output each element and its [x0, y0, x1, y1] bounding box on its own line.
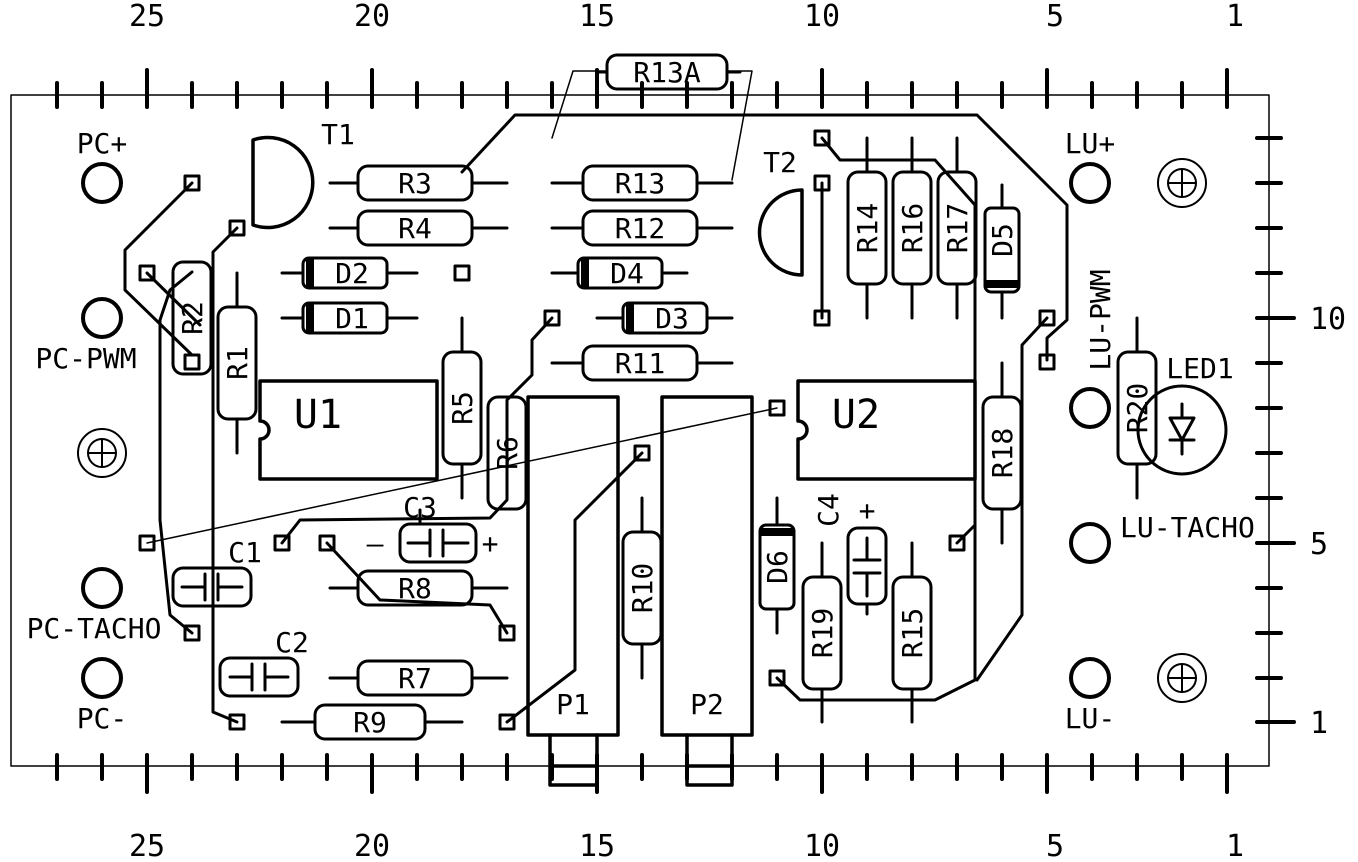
- label-r15: R15: [896, 608, 929, 659]
- label-r5: R5: [446, 391, 479, 425]
- label-r9: R9: [353, 706, 387, 739]
- horizontal-resistors: [280, 53, 742, 741]
- label-pc-tacho: PC-TACHO: [27, 612, 162, 645]
- label-u1: U1: [294, 392, 342, 438]
- label-lu-pwm: LU-PWM: [1084, 269, 1117, 370]
- bottom-scale-10: 10: [804, 829, 840, 862]
- label-r11: R11: [615, 347, 666, 380]
- label-r16: R16: [896, 203, 929, 254]
- component-labels: R13A T1 T2 R3 R4 R13 R12 R11 D2 D1 D4 D3…: [176, 56, 1234, 739]
- label-r12: R12: [615, 212, 666, 245]
- ic-packages: [258, 379, 977, 481]
- top-scale-15: 15: [579, 0, 615, 34]
- label-r14: R14: [851, 203, 884, 254]
- bottom-scale-20: 20: [354, 829, 390, 862]
- trimmer-potentiometers: [526, 395, 754, 787]
- label-r19: R19: [806, 608, 839, 659]
- label-led1: LED1: [1166, 352, 1233, 385]
- scale-labels: 25 20 15 10 5 1 25 20 15 10 5 1 10 5 1: [129, 0, 1346, 862]
- label-u2: U2: [832, 392, 880, 438]
- label-d6: D6: [761, 550, 794, 584]
- diode-cathode-bands: [306, 258, 1019, 536]
- label-r1: R1: [221, 346, 254, 380]
- label-r3: R3: [398, 167, 432, 200]
- label-c3-minus: –: [367, 527, 384, 560]
- label-c3-plus: +: [482, 527, 499, 560]
- diodes: [280, 183, 1021, 635]
- label-pc-plus: PC+: [77, 127, 128, 160]
- label-r7: R7: [398, 662, 432, 695]
- label-p1: P1: [556, 688, 590, 721]
- label-d2: D2: [335, 257, 369, 290]
- top-scale-10: 10: [804, 0, 840, 34]
- label-r10: R10: [626, 563, 659, 614]
- label-pc-minus: PC-: [77, 702, 128, 735]
- bottom-ruler-ticks: [55, 753, 1229, 794]
- right-ruler-ticks: [1255, 136, 1296, 724]
- label-r8: R8: [398, 572, 432, 605]
- led-diode-icon: [1136, 384, 1228, 476]
- label-lu-tacho: LU-TACHO: [1120, 511, 1255, 544]
- label-r6: R6: [491, 436, 524, 470]
- square-pads: [138, 129, 1056, 731]
- transistors: [251, 135, 804, 277]
- bottom-scale-5: 5: [1046, 829, 1064, 862]
- label-d5: D5: [986, 223, 1019, 257]
- label-r2: R2: [176, 301, 209, 335]
- label-d3: D3: [655, 302, 689, 335]
- connector-pads: [81, 162, 1111, 699]
- top-ruler-ticks: [55, 68, 1229, 109]
- label-r20: R20: [1121, 383, 1154, 434]
- top-scale-5: 5: [1046, 0, 1064, 34]
- top-scale-20: 20: [354, 0, 390, 34]
- label-r18: R18: [986, 428, 1019, 479]
- bottom-scale-1: 1: [1226, 829, 1244, 862]
- bottom-scale-15: 15: [579, 829, 615, 862]
- label-c3: C3: [403, 491, 437, 524]
- label-lu-plus: LU+: [1065, 127, 1116, 160]
- label-c4-plus: +: [859, 494, 876, 527]
- label-r4: R4: [398, 212, 432, 245]
- label-d1: D1: [335, 302, 369, 335]
- capacitors: [171, 508, 888, 698]
- label-c1: C1: [228, 536, 262, 569]
- label-lu-minus: LU-: [1065, 702, 1116, 735]
- right-scale-1: 1: [1310, 706, 1328, 741]
- label-c4: C4: [812, 493, 845, 527]
- label-c2: C2: [275, 626, 309, 659]
- label-r13a: R13A: [633, 56, 701, 89]
- label-r13: R13: [615, 167, 666, 200]
- top-scale-1: 1: [1226, 0, 1244, 34]
- label-d4: D4: [610, 257, 644, 290]
- label-p2: P2: [690, 688, 724, 721]
- label-pc-pwm: PC-PWM: [35, 342, 136, 375]
- mounting-hole-icon: [77, 158, 1207, 703]
- right-scale-5: 5: [1310, 527, 1328, 562]
- connector-labels: PC+ PC-PWM PC-TACHO PC- LU+ LU-PWM LU-TA…: [27, 127, 1255, 735]
- label-t1: T1: [321, 118, 355, 151]
- top-scale-25: 25: [129, 0, 165, 34]
- vertical-resistors: [171, 136, 1158, 724]
- right-scale-10: 10: [1310, 302, 1346, 337]
- label-t2: T2: [763, 146, 797, 179]
- bottom-scale-25: 25: [129, 829, 165, 862]
- label-r17: R17: [941, 203, 974, 254]
